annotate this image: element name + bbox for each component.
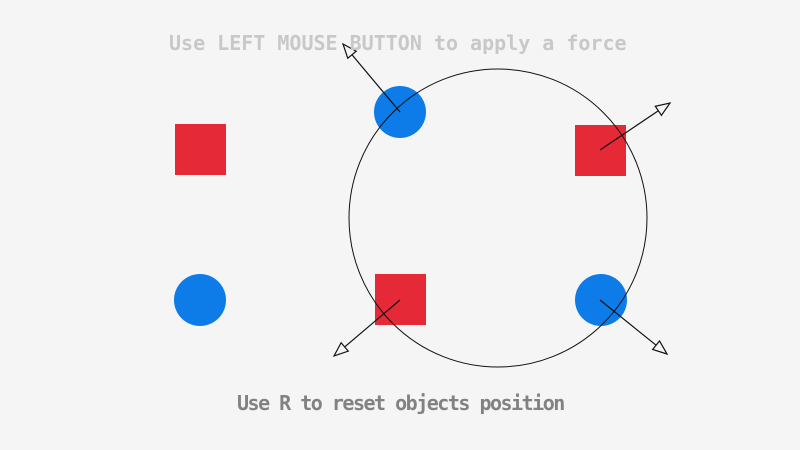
red-square-left[interactable] xyxy=(175,124,226,175)
blue-circle-bottom-right[interactable] xyxy=(575,274,627,326)
outline-circle xyxy=(348,68,648,368)
red-square-top-right[interactable] xyxy=(575,125,626,176)
force-arrow-top-blue-circle xyxy=(341,42,401,113)
force-arrow-bottom-right-circle xyxy=(599,299,669,356)
force-arrow-top-right-square xyxy=(599,102,672,151)
red-square-center[interactable] xyxy=(375,274,426,325)
instruction-reset-objects: Use R to reset objects position xyxy=(237,391,565,415)
blue-circle-bottom-left[interactable] xyxy=(174,274,226,326)
instruction-apply-force: Use LEFT MOUSE BUTTON to apply a force xyxy=(169,31,627,55)
force-arrow-center-square xyxy=(332,299,401,358)
